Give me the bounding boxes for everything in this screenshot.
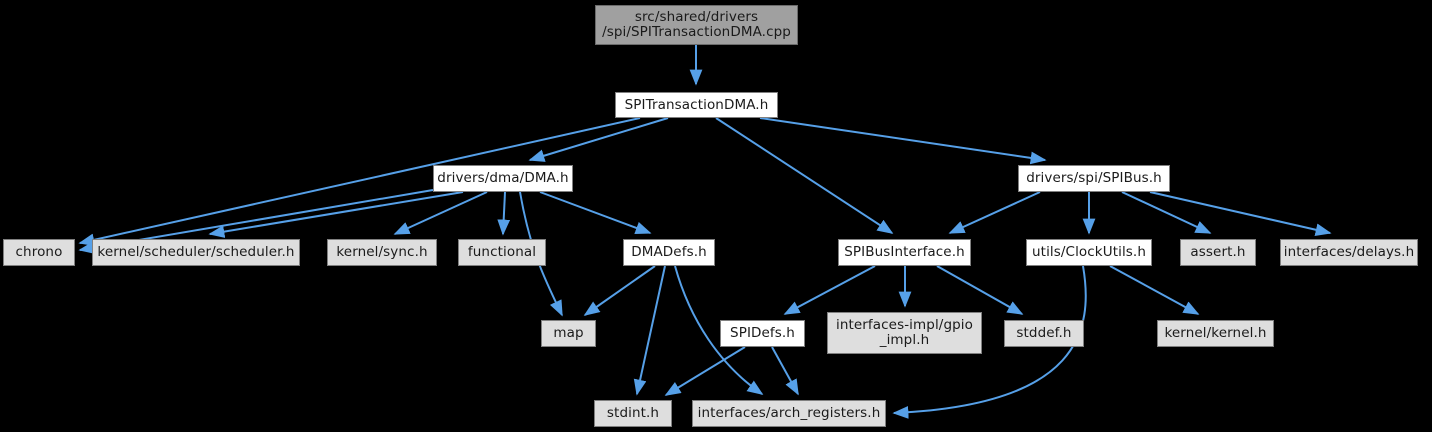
graph-edge-spibusif-to-spidefs	[783, 265, 876, 315]
graph-edge-clockutils-to-archreg	[892, 265, 1087, 419]
graph-node-sync[interactable]: kernel/sync.h	[327, 239, 437, 266]
graph-node-stdint[interactable]: stdint.h	[594, 400, 672, 427]
graph-edge-dma-to-sync	[393, 191, 488, 235]
graph-node-spidefs[interactable]: SPIDefs.h	[720, 320, 805, 347]
graph-edge-spitdma-to-spibusif	[715, 117, 894, 234]
graph-edge-spidefs-to-stdint	[664, 346, 746, 396]
graph-node-scheduler[interactable]: kernel/scheduler/scheduler.h	[92, 239, 300, 266]
graph-edge-spibusif-to-stddef	[936, 265, 1024, 315]
graph-edge-spitdma-to-chrono	[78, 117, 641, 247]
graph-edge-dma-to-dmadefs	[539, 191, 652, 234]
graph-edge-dmadefs-to-archreg	[674, 265, 764, 395]
graph-edge-dmadefs-to-stdint	[633, 265, 666, 396]
graph-node-stddef[interactable]: stddef.h	[1004, 320, 1084, 347]
graph-node-archreg[interactable]: interfaces/arch_registers.h	[692, 400, 886, 427]
graph-node-spitdma[interactable]: SPITransactionDMA.h	[615, 92, 778, 118]
graph-node-clockutils[interactable]: utils/ClockUtils.h	[1026, 239, 1152, 266]
graph-node-chrono[interactable]: chrono	[3, 239, 75, 266]
graph-edge-spidefs-to-archreg	[771, 346, 799, 396]
graph-edge-spibus-to-delays	[1149, 191, 1332, 237]
graph-node-assert[interactable]: assert.h	[1180, 239, 1256, 266]
graph-node-functional[interactable]: functional	[458, 239, 546, 266]
graph-edge-spibus-to-spibusif	[948, 191, 1041, 234]
graph-node-dma[interactable]: drivers/dma/DMA.h	[433, 165, 573, 192]
graph-edge-clockutils-to-kernel	[1109, 265, 1200, 315]
graph-node-spibus[interactable]: drivers/spi/SPIBus.h	[1018, 165, 1170, 192]
graph-edge-spitdma-to-spibus	[759, 117, 1047, 165]
graph-node-kernel[interactable]: kernel/kernel.h	[1157, 320, 1274, 347]
graph-edge-spibus-to-assert	[1121, 191, 1212, 234]
graph-node-root[interactable]: src/shared/drivers /spi/SPITransactionDM…	[595, 5, 798, 45]
graph-edge-dmadefs-to-map	[583, 265, 656, 316]
graph-edge-dma-to-scheduler	[208, 191, 464, 238]
graph-node-delays[interactable]: interfaces/delays.h	[1280, 239, 1418, 266]
graph-edge-spitdma-to-dma	[528, 117, 669, 162]
graph-node-map[interactable]: map	[541, 320, 596, 347]
graph-node-gpioimpl[interactable]: interfaces-impl/gpio _impl.h	[827, 312, 982, 354]
graph-node-spibusif[interactable]: SPIBusInterface.h	[838, 239, 971, 266]
graph-edge-dma-to-functional	[497, 191, 511, 236]
graph-node-dmadefs[interactable]: DMADefs.h	[623, 239, 715, 266]
